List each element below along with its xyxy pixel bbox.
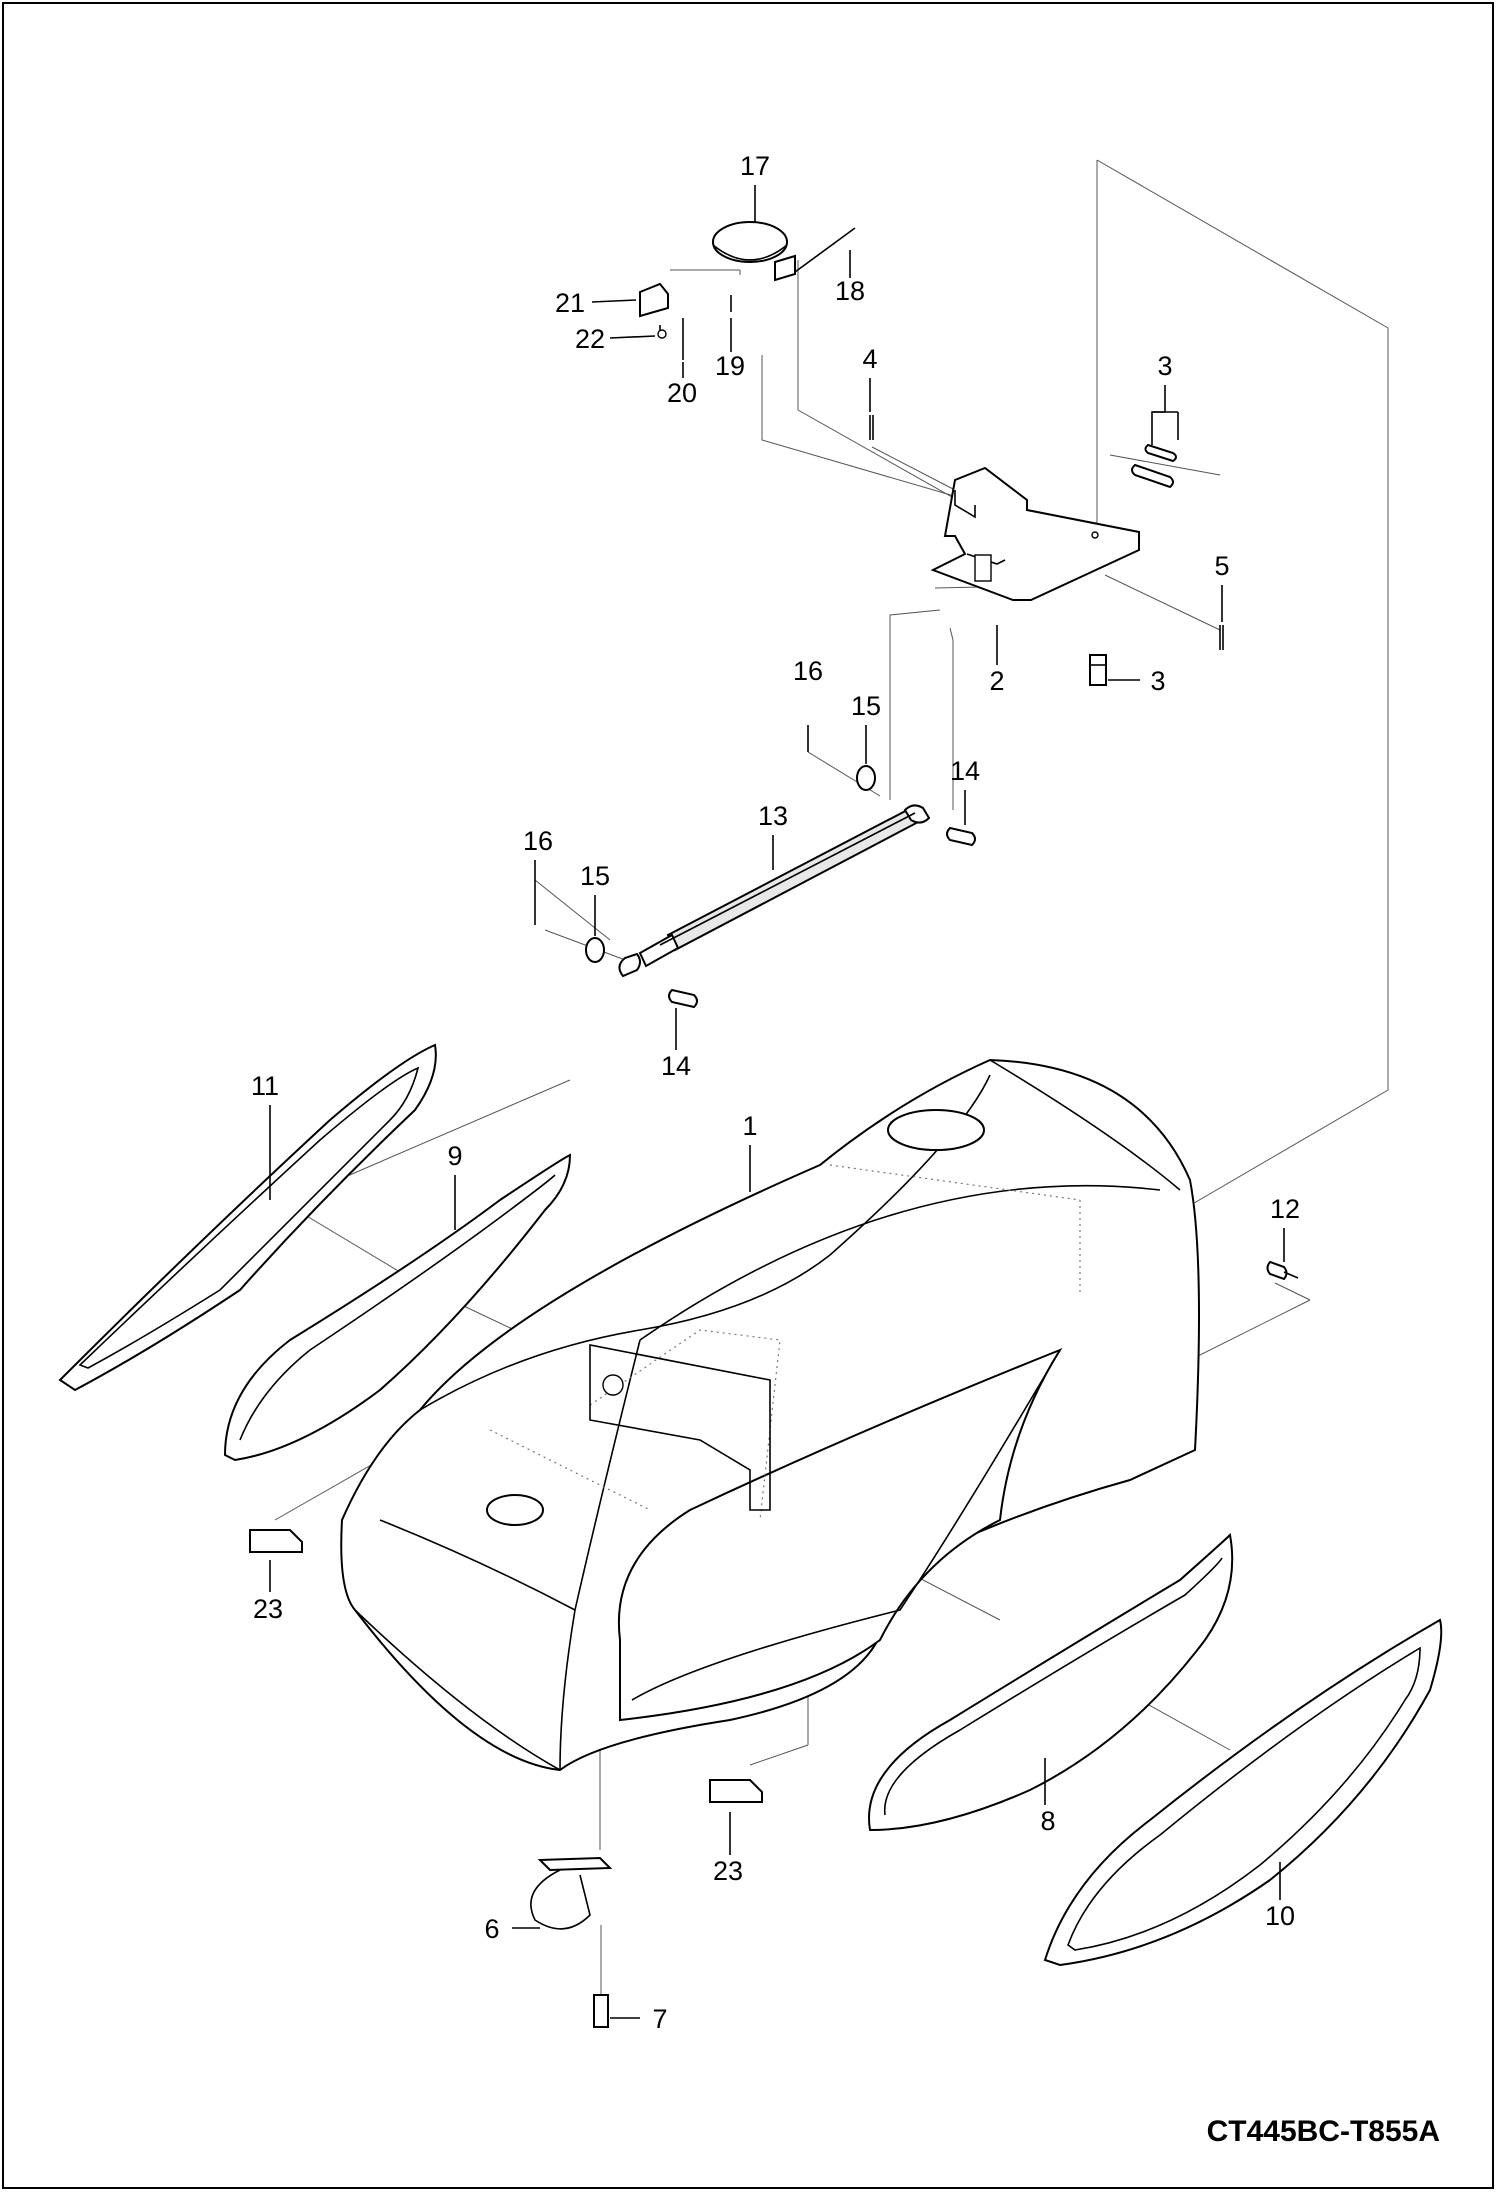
callout-17: 17 xyxy=(740,151,770,181)
callout-15-top: 15 xyxy=(851,691,881,721)
strut-hardware xyxy=(534,725,976,1009)
callout-18: 18 xyxy=(835,276,865,306)
callouts: 17 18 21 22 19 20 4 3 5 2 3 16 15 14 13 … xyxy=(251,151,1300,2034)
callout-1: 1 xyxy=(742,1111,757,1141)
callout-4: 3 xyxy=(1157,351,1172,381)
bolt-3 xyxy=(1089,654,1107,686)
side-grille-10 xyxy=(1043,1618,1443,1967)
rubber-pads xyxy=(249,1529,763,1803)
gas-strut xyxy=(618,804,931,978)
callout-8: 8 xyxy=(1040,1806,1055,1836)
bolt-12 xyxy=(1266,1260,1299,1281)
callout-9: 9 xyxy=(447,1141,462,1171)
callout-7: 7 xyxy=(652,2004,667,2034)
callout-16-left: 16 xyxy=(523,826,553,856)
callout-22: 22 xyxy=(575,324,605,354)
callout-15-left: 15 xyxy=(580,861,610,891)
drawing-code: CT445BC-T855A xyxy=(1206,2115,1440,2148)
catch-plate xyxy=(639,282,669,318)
hood-latch-group xyxy=(639,221,856,360)
latch-bracket xyxy=(774,254,796,282)
screw-22 xyxy=(657,329,667,339)
callout-14-left: 14 xyxy=(661,1051,691,1081)
callout-20: 20 xyxy=(667,378,697,408)
guide-lines xyxy=(274,159,1389,1995)
callout-19: 19 xyxy=(715,351,745,381)
callout-16-top: 16 xyxy=(793,656,823,686)
hinge-pins xyxy=(1131,443,1177,489)
callout-6: 6 xyxy=(484,1914,499,1944)
callout-11: 11 xyxy=(251,1071,279,1101)
callout-13: 13 xyxy=(758,801,788,831)
hood-hook xyxy=(530,1856,613,1930)
callout-12: 12 xyxy=(1270,1194,1300,1224)
callout-10: 10 xyxy=(1265,1901,1295,1931)
bolt-7 xyxy=(593,1994,609,2028)
callout-2: 2 xyxy=(989,666,1004,696)
callout-5-top: 4 xyxy=(862,344,877,374)
side-grille-8 xyxy=(868,1532,1234,1832)
callout-14-top: 14 xyxy=(950,756,980,786)
callout-23-left: 23 xyxy=(253,1594,283,1624)
callout-21: 21 xyxy=(555,288,585,318)
callout-23-center: 23 xyxy=(713,1856,743,1886)
callout-5-right: 5 xyxy=(1214,551,1229,581)
callout-3: 3 xyxy=(1150,666,1165,696)
hood xyxy=(340,1058,1200,1772)
side-grille-9 xyxy=(223,1153,572,1462)
hinge-plate xyxy=(930,466,1140,601)
side-grille-11 xyxy=(58,1043,437,1392)
hood-latch-knob xyxy=(712,221,788,263)
cotter-pins-5 xyxy=(869,415,1224,650)
